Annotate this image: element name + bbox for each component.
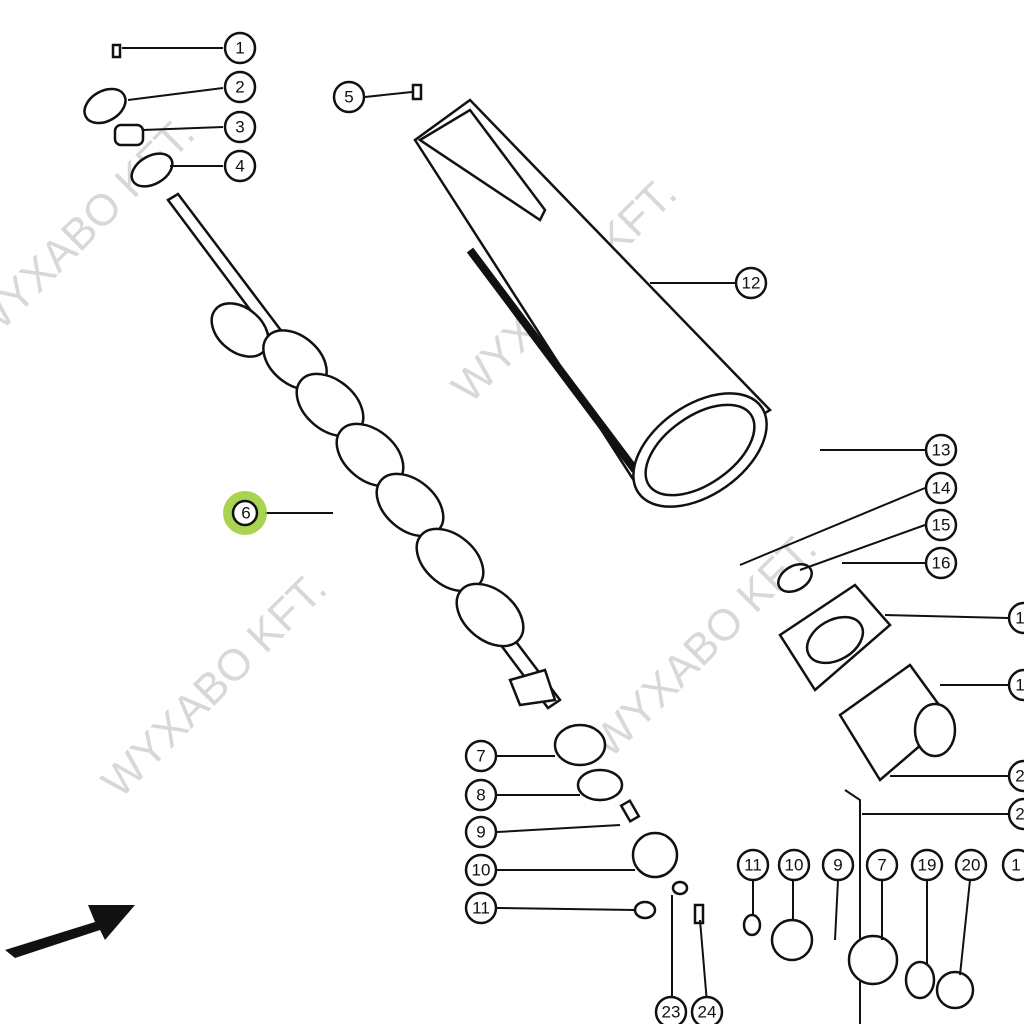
callout-9[interactable]: 9 <box>464 815 498 849</box>
callout-24[interactable]: 24 <box>690 995 724 1024</box>
svg-text:10: 10 <box>472 861 491 880</box>
svg-text:3: 3 <box>235 118 244 137</box>
callout-2[interactable]: 2 <box>223 70 257 104</box>
callout-12[interactable]: 12 <box>734 266 768 300</box>
callout-8[interactable]: 8 <box>464 778 498 812</box>
svg-text:2: 2 <box>235 78 244 97</box>
callout-bottom-19[interactable]: 19 <box>910 848 944 882</box>
tube-drawing <box>411 83 772 508</box>
watermark: WYXABO KFT. <box>0 108 204 352</box>
svg-text:9: 9 <box>476 823 485 842</box>
callout-11[interactable]: 11 <box>464 891 498 925</box>
callout-15[interactable]: 15 <box>924 508 958 542</box>
gearbox-drawing <box>553 563 975 1024</box>
svg-text:1: 1 <box>1015 676 1024 695</box>
callout-10[interactable]: 10 <box>464 853 498 887</box>
callout-4[interactable]: 4 <box>223 149 257 183</box>
svg-text:8: 8 <box>476 786 485 805</box>
callout-bottom-9[interactable]: 9 <box>821 848 855 882</box>
callout-6-selected[interactable]: 6 <box>223 491 267 535</box>
svg-text:11: 11 <box>472 899 490 918</box>
callout-right-4[interactable]: 2 <box>1007 797 1024 831</box>
callout-bottom-20[interactable]: 20 <box>954 848 988 882</box>
callout-13[interactable]: 13 <box>924 433 958 467</box>
callouts: 1 2 3 4 5 6 12 13 14 15 16 1 1 2 2 7 8 9… <box>223 31 1024 1024</box>
svg-text:1: 1 <box>1015 609 1024 628</box>
svg-text:20: 20 <box>962 856 981 875</box>
svg-text:2: 2 <box>1015 767 1024 786</box>
svg-text:1: 1 <box>1011 856 1020 875</box>
callout-right-2[interactable]: 1 <box>1007 668 1024 702</box>
top-small-parts <box>83 43 174 188</box>
watermark: WYXABO KFT. <box>92 563 336 807</box>
svg-text:11: 11 <box>744 856 762 875</box>
svg-text:23: 23 <box>662 1003 681 1022</box>
svg-text:13: 13 <box>932 441 951 460</box>
svg-text:1: 1 <box>235 39 244 58</box>
svg-text:4: 4 <box>235 157 244 176</box>
svg-text:14: 14 <box>932 479 951 498</box>
svg-text:9: 9 <box>833 856 842 875</box>
callout-3[interactable]: 3 <box>223 110 257 144</box>
svg-text:15: 15 <box>932 516 951 535</box>
direction-arrow-icon <box>5 905 135 958</box>
svg-text:12: 12 <box>742 274 761 293</box>
callout-16[interactable]: 16 <box>924 546 958 580</box>
callout-1[interactable]: 1 <box>223 31 257 65</box>
svg-text:2: 2 <box>1015 805 1024 824</box>
svg-text:5: 5 <box>344 88 353 107</box>
leader-lines <box>122 47 1009 1004</box>
callout-bottom-10[interactable]: 10 <box>777 848 811 882</box>
callout-right-1[interactable]: 1 <box>1007 601 1024 635</box>
svg-text:7: 7 <box>476 747 485 766</box>
svg-text:7: 7 <box>877 856 886 875</box>
callout-5[interactable]: 5 <box>332 80 366 114</box>
callout-right-3[interactable]: 2 <box>1007 759 1024 793</box>
svg-text:24: 24 <box>698 1003 717 1022</box>
callout-bottom-11[interactable]: 11 <box>736 848 770 882</box>
svg-text:16: 16 <box>932 554 951 573</box>
callout-bottom-7[interactable]: 7 <box>865 848 899 882</box>
svg-text:10: 10 <box>785 856 804 875</box>
callout-23[interactable]: 23 <box>654 995 688 1024</box>
callout-7[interactable]: 7 <box>464 739 498 773</box>
svg-text:6: 6 <box>241 504 250 523</box>
callout-14[interactable]: 14 <box>924 471 958 505</box>
auger-drawing <box>166 192 562 710</box>
svg-text:19: 19 <box>918 856 937 875</box>
callout-bottom-17[interactable]: 1 <box>1001 848 1024 882</box>
